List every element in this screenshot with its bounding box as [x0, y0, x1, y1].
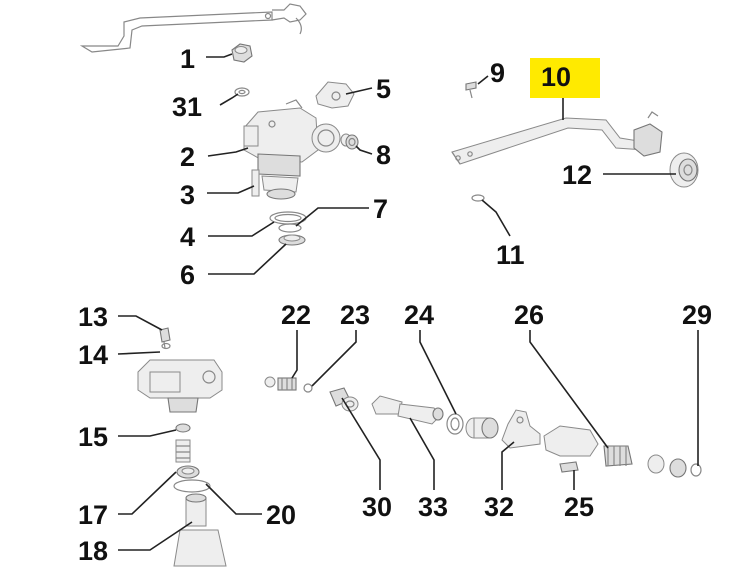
plunger-part-33-drawing	[371, 395, 444, 425]
callout-30[interactable]: 30	[362, 492, 392, 522]
callout-32[interactable]: 32	[484, 492, 514, 522]
clip-part-5	[315, 81, 355, 109]
bleed-screw-part-13	[159, 327, 171, 349]
callout-24[interactable]: 24	[404, 300, 434, 330]
callout-7[interactable]: 7	[373, 194, 388, 224]
callout-9[interactable]: 9	[490, 58, 505, 88]
cap-part-14	[161, 342, 171, 350]
callout-31[interactable]: 31	[172, 92, 202, 122]
callout-6[interactable]: 6	[180, 260, 195, 290]
callout-2[interactable]: 2	[180, 142, 195, 172]
pump-body	[137, 359, 223, 413]
seal-part-17	[176, 465, 200, 479]
lever-part-32-drawing	[501, 409, 541, 449]
spring-stack	[175, 439, 191, 463]
housing-part-26-drawing	[543, 425, 633, 467]
callout-22[interactable]: 22	[281, 300, 311, 330]
callout-18[interactable]: 18	[78, 536, 108, 566]
highlight-box-10	[530, 58, 600, 98]
seal-part-7	[278, 223, 302, 233]
leader-lines	[117, 53, 699, 551]
screw-part-25-drawing	[559, 461, 579, 473]
ring-part-20	[173, 479, 211, 493]
callout-20[interactable]: 20	[266, 500, 296, 530]
end-cap-drawing	[647, 454, 687, 478]
callout-15[interactable]: 15	[78, 422, 108, 452]
fitting-part-8	[340, 133, 359, 150]
callout-23[interactable]: 23	[340, 300, 370, 330]
washer-part-11	[471, 194, 485, 202]
nut-part-1	[231, 43, 253, 63]
spring-part-22-drawing	[264, 376, 297, 391]
rail-part-10	[451, 111, 663, 165]
callout-17[interactable]: 17	[78, 500, 108, 530]
callout-26[interactable]: 26	[514, 300, 544, 330]
callout-11[interactable]: 11	[496, 240, 525, 270]
callout-13[interactable]: 13	[78, 302, 108, 332]
screw-part-9	[465, 81, 477, 99]
callout-12[interactable]: 12	[562, 160, 592, 190]
callout-1[interactable]: 1	[180, 44, 195, 74]
callout-8[interactable]: 8	[376, 140, 391, 170]
callout-3[interactable]: 3	[180, 180, 195, 210]
nozzle-part-18	[173, 493, 227, 567]
sleeve-drawing	[465, 417, 499, 439]
callout-29[interactable]: 29	[682, 300, 712, 330]
callout-14[interactable]: 14	[78, 340, 108, 370]
callout-25[interactable]: 25	[564, 492, 594, 522]
cap-part-6	[278, 234, 306, 246]
callout-5[interactable]: 5	[376, 74, 391, 104]
valve-body-part-2	[243, 99, 341, 200]
callout-4[interactable]: 4	[180, 222, 195, 252]
clip-part-29-drawing	[690, 463, 702, 477]
top-bracket-part	[79, 3, 307, 53]
cone-part-30-drawing	[329, 387, 359, 412]
washer-part-23-drawing	[303, 383, 313, 393]
pin-part-3	[251, 169, 260, 197]
bushing-part-12	[669, 152, 699, 188]
washer-part-31	[234, 87, 250, 97]
o-ring-part-24-drawing	[446, 413, 464, 435]
callout-10[interactable]: 10	[541, 62, 571, 92]
washer-part-15	[175, 423, 191, 433]
callout-33[interactable]: 33	[418, 492, 448, 522]
